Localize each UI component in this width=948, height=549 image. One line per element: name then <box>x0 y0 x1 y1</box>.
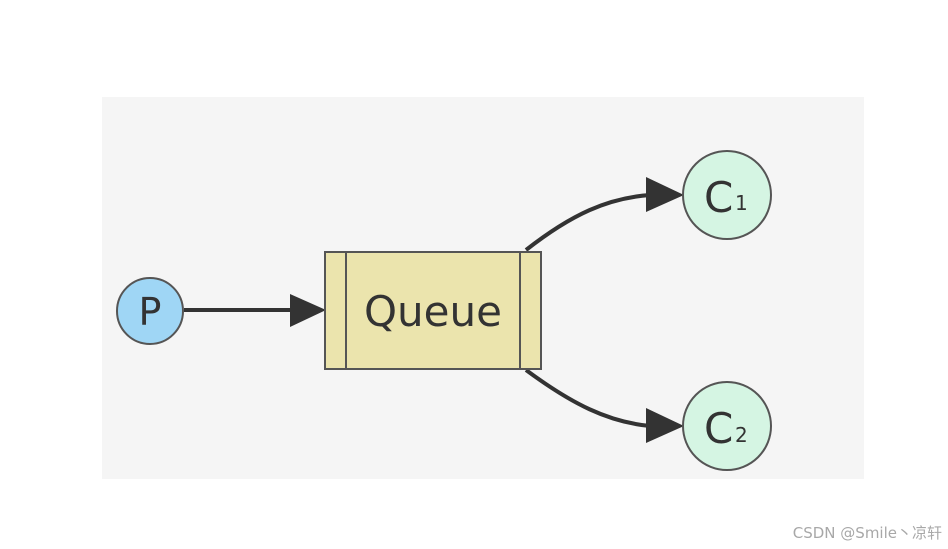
producer-label: P <box>139 290 162 334</box>
producer-node: P <box>116 277 184 345</box>
edge-producer-to-queue <box>184 294 326 327</box>
arrowhead-icon <box>646 408 684 443</box>
consumer-1-label: C <box>704 173 733 222</box>
queue-label: Queue <box>364 287 502 336</box>
arrowhead-icon <box>290 294 326 327</box>
queue-node: Queue <box>324 251 542 370</box>
consumer-1-subscript: 1 <box>735 191 748 215</box>
consumer-2-node: C 2 <box>682 381 772 471</box>
consumer-2-label: C <box>704 404 733 453</box>
arrowhead-icon <box>646 177 684 212</box>
consumer-1-node: C 1 <box>682 150 772 240</box>
edge-queue-to-consumer-2 <box>524 368 684 443</box>
consumer-2-subscript: 2 <box>735 423 748 447</box>
edge-queue-to-consumer-1 <box>524 177 684 252</box>
watermark-text: CSDN @Smile丶凉轩 <box>792 524 942 542</box>
